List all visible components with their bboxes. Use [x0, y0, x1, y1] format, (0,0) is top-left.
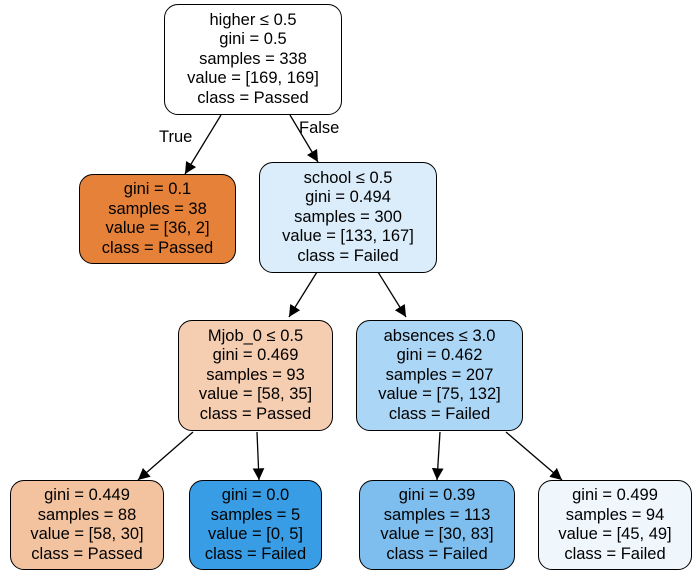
node-line: class = Failed: [204, 544, 307, 563]
tree-node-leaf-passed: gini = 0.449 samples = 88 value = [58, 3…: [10, 480, 164, 570]
node-line: value = [30, 83]: [380, 525, 494, 543]
edge-n3-n6: [252, 431, 265, 481]
tree-node-school: school ≤ 0.5 gini = 0.494 samples = 300 …: [259, 162, 437, 273]
tree-node-absences: absences ≤ 3.0 gini = 0.462 samples = 20…: [356, 320, 523, 431]
edge-label-true: True: [159, 128, 193, 146]
tree-node-root: higher ≤ 0.5 gini = 0.5 samples = 338 va…: [164, 4, 342, 115]
node-line: higher ≤ 0.5: [209, 10, 297, 29]
node-line: value = [0, 5]: [208, 525, 303, 543]
node-line: gini = 0.449: [44, 486, 130, 504]
node-line: gini = 0.469: [212, 346, 299, 365]
edge-n2-n3: [288, 271, 318, 318]
node-line: gini = 0.494: [305, 188, 391, 207]
node-line: gini = 0.1: [123, 180, 192, 198]
node-line: class = Passed: [101, 238, 214, 257]
node-line: class = Passed: [197, 88, 309, 107]
node-line: class = Passed: [199, 404, 312, 423]
node-line: samples = 113: [383, 505, 491, 524]
node-line: samples = 94: [565, 505, 665, 524]
tree-node-leaf-failed: gini = 0.39 samples = 113 value = [30, 8…: [359, 480, 515, 570]
node-line: samples = 207: [385, 365, 494, 384]
edge-n4-n7: [431, 431, 444, 481]
tree-node-leaf-failed: gini = 0.499 samples = 94 value = [45, 4…: [538, 480, 692, 570]
node-line: samples = 300: [294, 207, 402, 226]
node-line: value = [45, 49]: [558, 525, 672, 543]
node-line: class = Failed: [297, 246, 399, 265]
node-line: samples = 93: [206, 365, 305, 384]
node-line: gini = 0.462: [396, 346, 483, 365]
node-line: samples = 5: [210, 505, 301, 524]
node-line: value = [169, 169]: [187, 69, 319, 88]
edge-label-false: False: [299, 119, 340, 137]
node-line: Mjob_0 ≤ 0.5: [207, 326, 304, 345]
node-line: gini = 0.5: [219, 30, 287, 49]
node-line: samples = 38: [108, 199, 207, 218]
node-line: gini = 0.0: [221, 486, 290, 504]
node-line: school ≤ 0.5: [303, 168, 393, 187]
edge-n4-n8: [505, 431, 563, 481]
node-line: gini = 0.499: [572, 486, 658, 504]
node-line: value = [75, 132]: [378, 385, 501, 404]
node-line: samples = 338: [199, 49, 307, 68]
node-line: samples = 88: [37, 505, 137, 524]
edge-n2-n4: [377, 271, 407, 318]
node-line: gini = 0.39: [398, 486, 476, 504]
node-line: absences ≤ 3.0: [383, 326, 496, 345]
node-line: class = Failed: [388, 404, 491, 423]
edge-n3-n5: [137, 431, 194, 481]
tree-node-mjob: Mjob_0 ≤ 0.5 gini = 0.469 samples = 93 v…: [178, 320, 333, 431]
node-line: class = Failed: [386, 544, 488, 563]
edge-root-n2: [289, 114, 319, 163]
tree-node-leaf-failed: gini = 0.0 samples = 5 value = [0, 5] cl…: [189, 480, 322, 570]
node-line: value = [133, 167]: [282, 227, 414, 246]
edge-root-n1: [184, 114, 222, 175]
tree-node-leaf-passed: gini = 0.1 samples = 38 value = [36, 2] …: [79, 174, 236, 264]
node-line: value = [36, 2]: [105, 219, 210, 237]
node-line: value = [58, 30]: [30, 525, 144, 543]
node-line: class = Passed: [31, 544, 143, 563]
node-line: class = Failed: [564, 544, 666, 563]
node-line: value = [58, 35]: [198, 385, 313, 404]
